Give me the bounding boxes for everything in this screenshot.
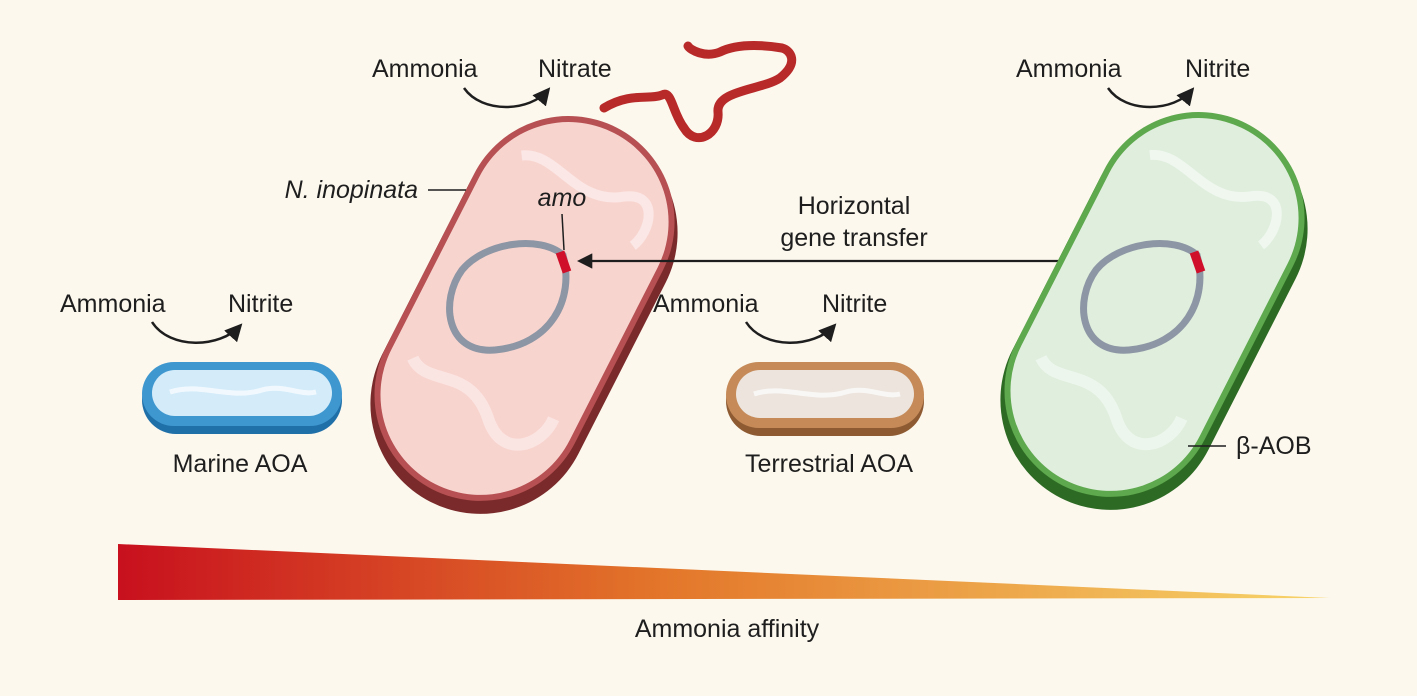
marine-aoa-cell xyxy=(142,362,342,434)
beta-aob-plasmid xyxy=(1080,240,1206,354)
beta-aob-body xyxy=(1010,118,1299,491)
beta-aob-cell xyxy=(1000,112,1308,510)
beta-aob-reaction-arrow xyxy=(1106,87,1195,109)
n-inopinata-plasmid-ring xyxy=(446,240,570,354)
n-inopinata-plasmid xyxy=(446,240,572,354)
beta-aob-plasmid-ring xyxy=(1080,240,1204,354)
n-inopinata-reaction-arrow xyxy=(462,87,551,109)
amo-gene-leader xyxy=(561,213,565,251)
marine-aoa-label: Marine AOA xyxy=(173,450,308,478)
marine-aoa-reaction-arrow xyxy=(150,321,243,344)
terrestrial-aoa-reaction-arrow xyxy=(744,321,837,344)
terrestrial-aoa-label: Terrestrial AOA xyxy=(745,450,913,478)
n-inopinata-texture-1 xyxy=(521,150,654,250)
beta-aob-texture-1 xyxy=(1149,150,1282,250)
ammonia-affinity-wedge xyxy=(118,544,1330,600)
marine-aoa-reaction: Ammonia Nitrite xyxy=(60,290,293,344)
n-inopinata-body xyxy=(380,122,669,495)
n-inopinata-reaction: Ammonia Nitrate xyxy=(372,55,612,109)
terrestrial-aoa-substrate: Ammonia xyxy=(653,290,759,318)
n-inopinata-amo-gene xyxy=(555,250,572,274)
beta-aob-amo-gene xyxy=(1189,250,1206,274)
n-inopinata-texture-2 xyxy=(407,355,560,451)
terrestrial-aoa-texture xyxy=(753,387,901,398)
n-inopinata-product: Nitrate xyxy=(538,55,612,83)
beta-aob-product: Nitrite xyxy=(1185,55,1250,83)
n-inopinata-flagellum xyxy=(599,41,797,143)
terrestrial-aoa-reaction: Ammonia Nitrite xyxy=(653,290,887,344)
terrestrial-aoa-cell xyxy=(726,362,924,436)
gene-transfer-label-line2: gene transfer xyxy=(780,224,927,252)
amo-gene-label: amo xyxy=(538,184,587,212)
beta-aob-reaction: Ammonia Nitrite xyxy=(1016,55,1250,109)
gene-transfer-label-line1: Horizontal xyxy=(798,192,911,220)
terrestrial-aoa-product: Nitrite xyxy=(822,290,887,318)
marine-aoa-substrate: Ammonia xyxy=(60,290,166,318)
beta-aob-texture-2 xyxy=(1035,354,1188,451)
n-inopinata-cell xyxy=(370,116,678,514)
n-inopinata-substrate: Ammonia xyxy=(372,55,478,83)
ammonia-affinity-label: Ammonia affinity xyxy=(635,615,820,643)
marine-aoa-texture xyxy=(169,385,317,396)
n-inopinata-label: N. inopinata xyxy=(285,176,419,204)
marine-aoa-product: Nitrite xyxy=(228,290,293,318)
beta-aob-substrate: Ammonia xyxy=(1016,55,1122,83)
beta-aob-label: β-AOB xyxy=(1236,432,1312,460)
